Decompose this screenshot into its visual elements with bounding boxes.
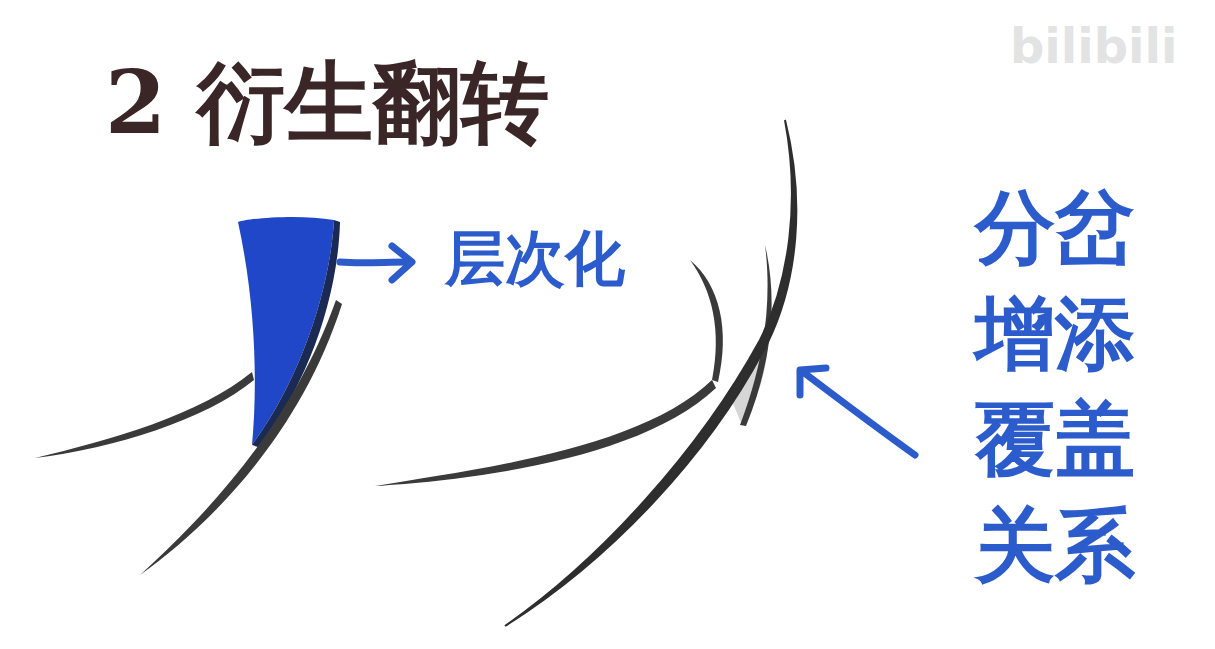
pointer-arrow-head — [392, 246, 412, 280]
pointer-arrow-head — [800, 368, 826, 395]
branch-stroke — [690, 260, 723, 382]
annotation-label: 分岔 增添 覆盖 关系 — [975, 175, 1159, 599]
pointer-arrow — [340, 259, 408, 267]
heading-title: 2 衍生翻转 — [105, 58, 549, 146]
hair-stroke — [505, 120, 796, 626]
pointer-arrow — [803, 372, 915, 455]
hair-stroke — [140, 300, 342, 575]
hair-stroke — [375, 380, 716, 486]
annotation-label: 层次化 — [445, 228, 625, 288]
watermark: bilibili — [1010, 22, 1177, 70]
hair-stroke — [35, 372, 254, 458]
